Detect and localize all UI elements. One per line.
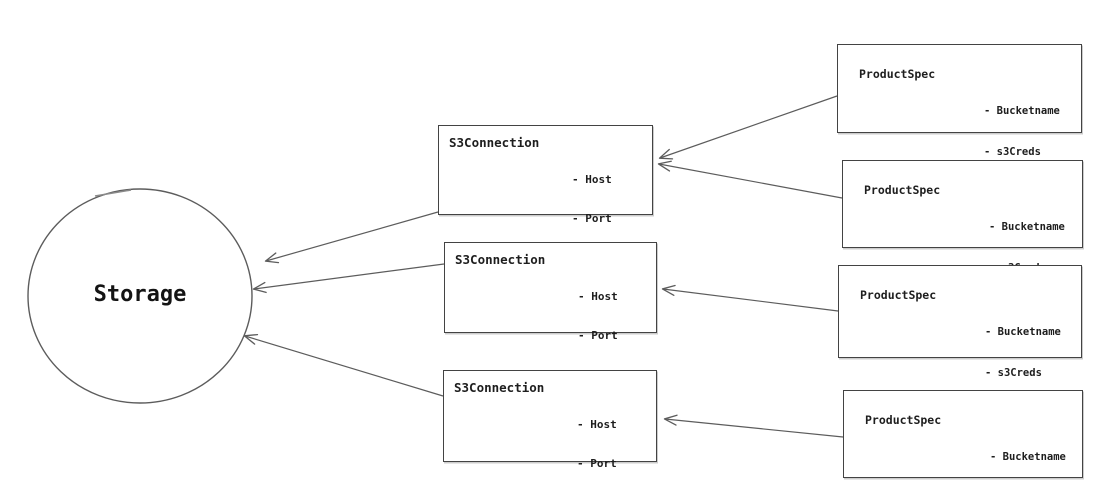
s3-connection-2-node: S3Connection - Host - Port - TLS: [444, 242, 657, 381]
product-spec-3-attributes: - Bucketname - s3Creds: [985, 299, 1061, 407]
s3-connection-1-title: S3Connection: [449, 135, 540, 150]
product-spec-1-node: ProductSpec - Bucketname - s3Creds: [837, 44, 1082, 158]
attribute-s3creds: - s3Creds: [990, 492, 1066, 493]
attribute-port: - Port: [572, 212, 612, 225]
product-spec-3-title: ProductSpec: [860, 288, 937, 302]
product-spec-3-node: ProductSpec - Bucketname - s3Creds: [838, 265, 1082, 379]
storage-circle: [27, 188, 253, 404]
attribute-host: - Host: [572, 173, 612, 186]
product-spec-2-node: ProductSpec - Bucketname - s3Creds: [842, 160, 1083, 274]
attribute-s3creds: - s3Creds: [985, 366, 1042, 379]
product-spec-2-title: ProductSpec: [864, 183, 941, 197]
edge-s3-connection-1-to-storage: [264, 211, 439, 264]
attribute-s3creds: - s3Creds: [984, 145, 1041, 158]
s3-connection-3-node: S3Connection - Host - Port - TLS: [443, 370, 657, 470]
product-spec-4-node: ProductSpec - Bucketname - s3Creds: [843, 390, 1083, 493]
attribute-port: - Port: [577, 457, 617, 470]
attribute-host: - Host: [577, 418, 617, 431]
product-spec-4-attributes: - Bucketname - s3Creds: [990, 424, 1066, 493]
edge-product-spec-3-to-s3-connection-2: [661, 284, 839, 312]
product-spec-1-title: ProductSpec: [859, 67, 936, 81]
s3-connection-3-attributes: - Host - Port - TLS: [577, 392, 617, 493]
attribute-bucketname: - Bucketname: [990, 451, 1066, 463]
storage-circle-sketch-tick: [94, 189, 132, 197]
s3-connection-1-node: S3Connection - Host - Port - TLS: [438, 125, 653, 264]
edge-product-spec-1-to-s3-connection-1: [658, 95, 838, 160]
product-spec-4-title: ProductSpec: [865, 413, 942, 427]
attribute-bucketname: - Bucketname: [989, 221, 1065, 233]
product-spec-1-attributes: - Bucketname - s3Creds: [984, 78, 1060, 186]
attribute-bucketname: - Bucketname: [984, 105, 1060, 117]
s3-connection-2-title: S3Connection: [455, 252, 546, 267]
edge-s3-connection-3-to-storage: [243, 333, 444, 397]
edge-product-spec-4-to-s3-connection-3: [663, 414, 844, 438]
edge-product-spec-2-to-s3-connection-1: [657, 160, 843, 199]
attribute-bucketname: - Bucketname: [985, 326, 1061, 338]
edge-s3-connection-2-to-storage: [252, 263, 445, 294]
attribute-host: - Host: [578, 290, 618, 303]
attribute-port: - Port: [578, 329, 618, 342]
s3-connection-3-title: S3Connection: [454, 380, 545, 395]
storage-node-label: Storage: [93, 282, 187, 307]
